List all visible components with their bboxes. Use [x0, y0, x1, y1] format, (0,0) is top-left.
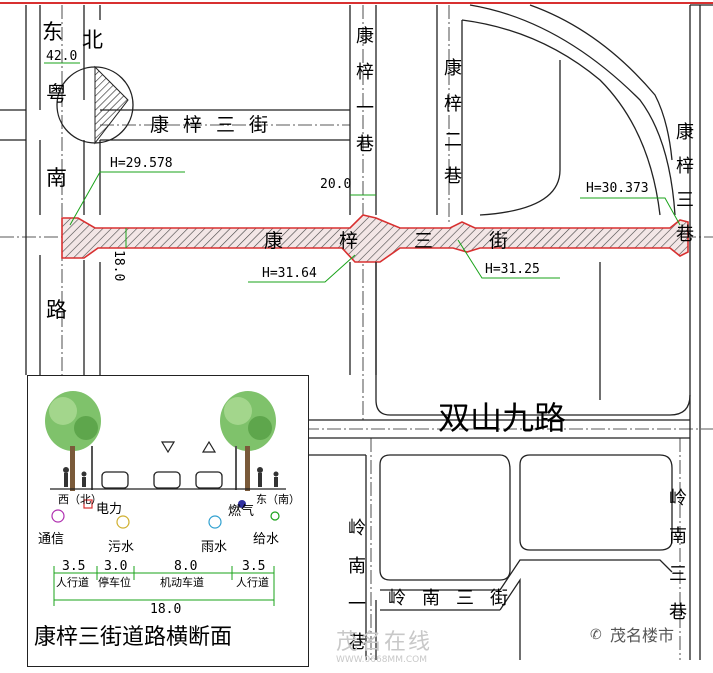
road-label-kangzi-1-lane: 康梓一巷: [353, 26, 374, 170]
cross-section-svg: [45, 391, 286, 606]
cars: [101, 471, 223, 489]
section-dimension-lines: [53, 566, 275, 606]
road-label-shuangshan: 双山九路: [438, 399, 567, 437]
power-symbol: [83, 499, 93, 509]
pedestrians-left: [63, 467, 87, 487]
road-label-lingnan-3-street: 岭南三街: [388, 588, 524, 609]
legend-power: 电力: [96, 502, 123, 517]
tree-left: [45, 391, 101, 491]
road-label-kangzi-main: 康梓三街: [264, 230, 565, 252]
road-label-lingnan-right: 岭南三巷: [666, 488, 687, 640]
north-label: 北: [82, 28, 103, 52]
legend-water: 给水: [253, 532, 280, 547]
water-symbol: [270, 511, 280, 521]
road-label-nan: 南: [46, 166, 67, 190]
rain-symbol: [208, 515, 222, 529]
road-label-lu: 路: [46, 298, 67, 322]
arrow-up-icon: [201, 440, 217, 453]
road-dongyue: [25, 5, 101, 375]
segment-name-3: 机动车道: [160, 576, 204, 589]
cross-section-inset: 西（北） 东（南） 电力 燃气 通信 污水 雨水 给水 3.5 3.0 8.0 …: [27, 375, 309, 667]
elev-h1: H=29.578: [110, 156, 173, 171]
legend-rain: 雨水: [201, 540, 228, 555]
elev-h3: H=31.25: [485, 262, 540, 277]
cross-section-title: 康梓三街道路横断面: [34, 625, 233, 650]
segment-width-2: 3.0: [104, 559, 128, 574]
wechat-icon: ✆: [590, 627, 602, 643]
road-kangzi-top: [0, 109, 350, 141]
gas-symbol: [238, 500, 246, 508]
legend-sewage: 污水: [108, 540, 135, 555]
road-label-kangzi-3-lane: 康梓三巷: [673, 122, 694, 258]
elev-h4: H=30.373: [586, 181, 649, 196]
legend-telecom: 通信: [38, 532, 65, 547]
segment-name-1: 人行道: [56, 576, 89, 589]
watermark-site: 茂名在线: [336, 630, 433, 655]
elev-h2: H=31.64: [262, 266, 317, 281]
road-curves: [461, 4, 713, 660]
arrow-down-icon: [160, 441, 176, 454]
dim-lane-width: 20.0: [320, 177, 352, 192]
dimension-lines: [44, 62, 681, 283]
watermark-wechat: 茂名楼市: [610, 626, 675, 645]
road-label-kangzi-top: 康梓三街: [150, 114, 283, 136]
pedestrians-right: [257, 467, 279, 487]
tree-right: [220, 391, 276, 491]
watermark-url: WWW.0668MM.COM: [336, 655, 427, 665]
north-compass: [56, 65, 134, 145]
dim-top-left: 42.0: [46, 49, 78, 64]
segment-width-3: 8.0: [174, 559, 198, 574]
legend-gas: 燃气: [228, 504, 255, 519]
segment-width-1: 3.5: [62, 559, 86, 574]
segment-width-4: 3.5: [242, 559, 266, 574]
dim-road-width: 18.0: [111, 250, 126, 282]
kangzi-main-hatched: [61, 214, 689, 263]
sewage-symbol: [116, 515, 130, 529]
road-label-lingnan-1-lane: 岭南一巷: [345, 518, 366, 670]
segment-name-4: 人行道: [236, 576, 269, 589]
road-label-kangzi-2-lane: 康梓二巷: [441, 58, 462, 202]
segment-name-2: 停车位: [98, 576, 131, 589]
east-label: 东（南）: [256, 493, 300, 506]
road-kangzi-2-lane: [436, 5, 463, 225]
telecom-symbol: [51, 509, 65, 523]
road-lower: [305, 262, 713, 660]
road-label-yue: 粤: [46, 82, 67, 106]
west-label: 西（北）: [58, 493, 102, 506]
total-width: 18.0: [150, 602, 182, 617]
road-label-dong: 东: [42, 20, 63, 44]
